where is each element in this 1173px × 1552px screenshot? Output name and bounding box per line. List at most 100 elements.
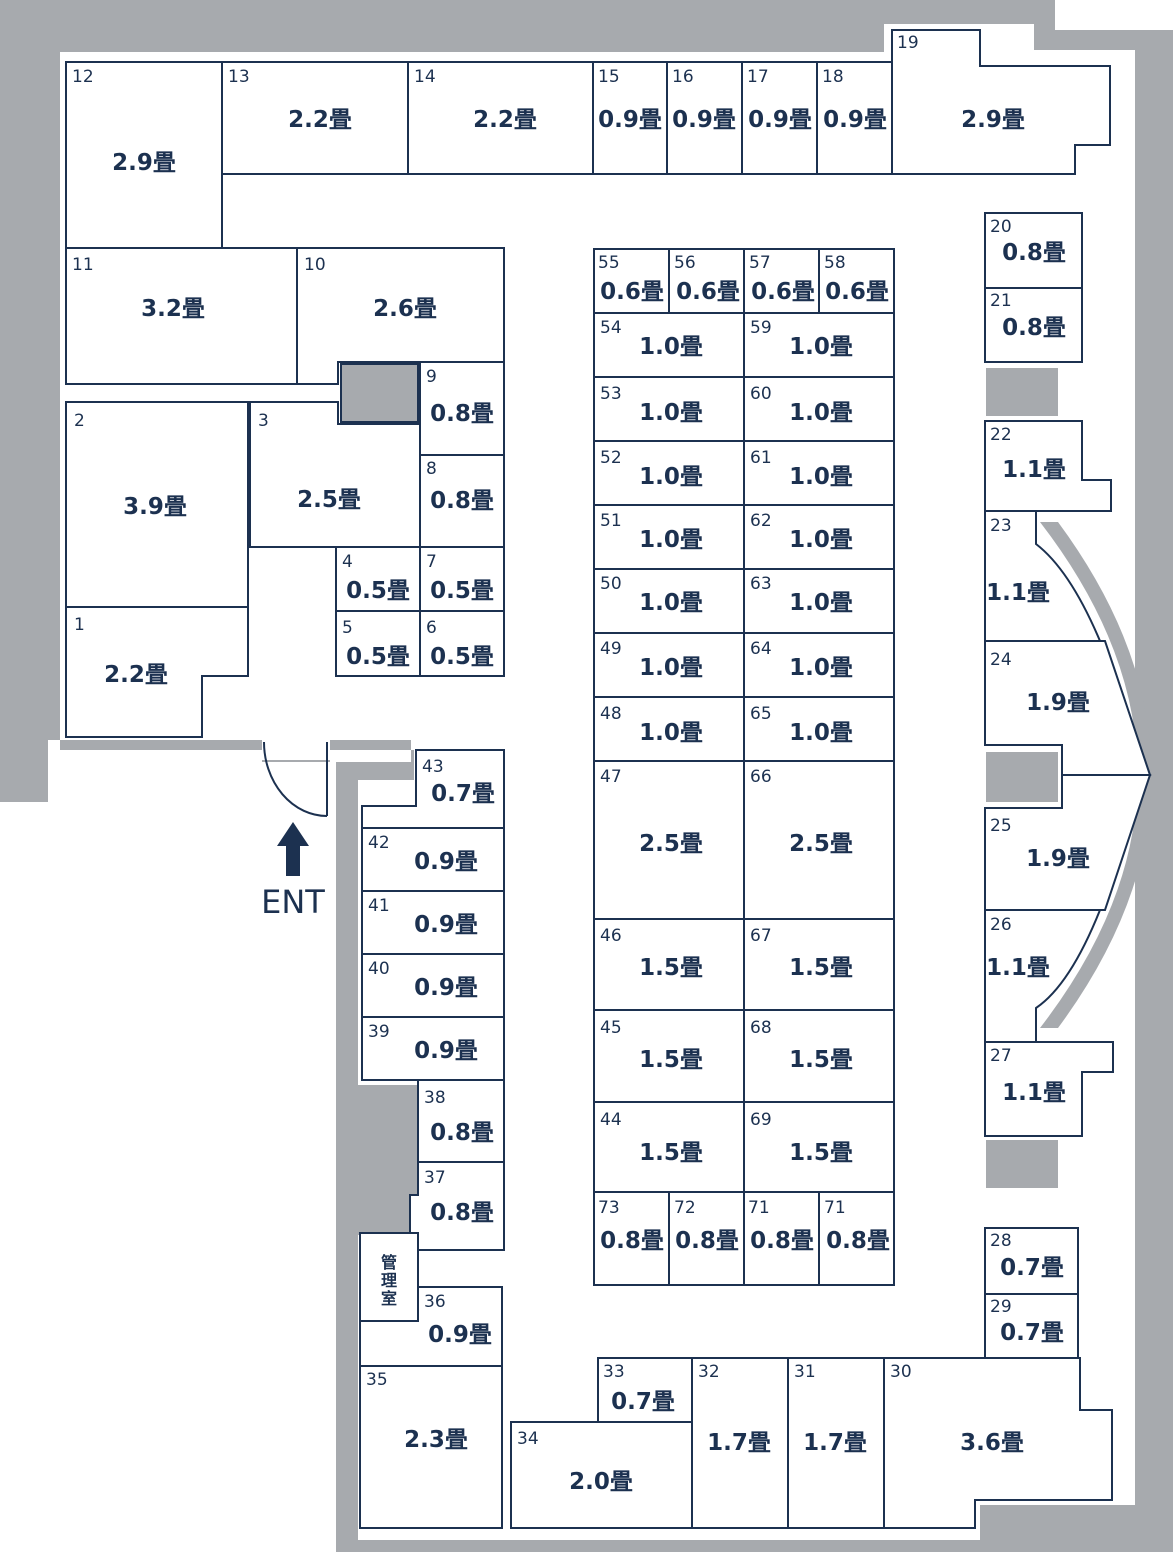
unit-13[interactable]	[221, 61, 409, 175]
unit-21[interactable]	[984, 287, 1083, 363]
unit-29[interactable]	[984, 1293, 1079, 1359]
unit-6[interactable]	[419, 610, 505, 677]
unit-51-number: 51	[600, 511, 622, 531]
unit-71b[interactable]	[818, 1191, 895, 1286]
unit-73-size: 0.8畳	[600, 1228, 664, 1254]
unit-4[interactable]	[335, 546, 421, 612]
unit-64[interactable]	[743, 632, 895, 698]
unit-67-number: 67	[750, 926, 772, 946]
unit-56[interactable]	[668, 248, 745, 314]
rooms	[65, 29, 1152, 1529]
unit-51-size: 1.0畳	[639, 527, 703, 553]
management-room[interactable]	[359, 1232, 419, 1322]
unit-65[interactable]	[743, 696, 895, 762]
unit-33-number: 33	[603, 1362, 625, 1382]
unit-69-size: 1.5畳	[789, 1140, 853, 1166]
unit-7-number: 7	[426, 552, 437, 572]
unit-1-number: 1	[74, 615, 85, 635]
unit-54[interactable]	[593, 312, 745, 378]
unit-61[interactable]	[743, 440, 895, 506]
unit-29-number: 29	[990, 1297, 1012, 1317]
unit-29-size: 0.7畳	[1000, 1320, 1064, 1346]
unit-38[interactable]	[417, 1079, 505, 1163]
unit-61-size: 1.0畳	[789, 464, 853, 490]
unit-60-size: 1.0畳	[789, 400, 853, 426]
unit-60[interactable]	[743, 376, 895, 442]
unit-15[interactable]	[592, 61, 668, 175]
unit-28[interactable]	[984, 1227, 1079, 1295]
unit-24-size: 1.9畳	[1026, 690, 1090, 716]
entrance-door	[263, 741, 328, 817]
unit-20[interactable]	[984, 212, 1083, 289]
unit-63[interactable]	[743, 568, 895, 634]
unit-55[interactable]	[593, 248, 670, 314]
unit-40-size: 0.9畳	[414, 975, 478, 1001]
unit-10[interactable]	[296, 247, 505, 385]
unit-46[interactable]	[593, 918, 745, 1011]
unit-8[interactable]	[419, 454, 505, 548]
unit-9[interactable]	[419, 361, 505, 456]
unit-14[interactable]	[407, 61, 594, 175]
unit-48-number: 48	[600, 704, 622, 724]
unit-71a[interactable]	[743, 1191, 820, 1286]
unit-34[interactable]	[510, 1421, 693, 1529]
unit-72-number: 72	[674, 1198, 696, 1218]
unit-42[interactable]	[361, 827, 505, 892]
unit-46-size: 1.5畳	[639, 955, 703, 981]
unit-49[interactable]	[593, 632, 745, 698]
unit-26[interactable]	[984, 909, 1102, 1043]
unit-7[interactable]	[419, 546, 505, 612]
unit-62-number: 62	[750, 511, 772, 531]
unit-30[interactable]	[883, 1357, 1113, 1529]
unit-48[interactable]	[593, 696, 745, 762]
unit-18[interactable]	[816, 61, 893, 175]
unit-labels: 12 2.9畳 13 2.2畳 14 2.2畳 15 0.9畳 16 0.9畳 …	[72, 33, 1090, 1495]
unit-71a-number: 71	[748, 1198, 770, 1218]
unit-59[interactable]	[743, 312, 895, 378]
unit-59-number: 59	[750, 318, 772, 338]
unit-8-size: 0.8畳	[430, 488, 494, 514]
unit-3[interactable]	[249, 401, 421, 548]
unit-73[interactable]	[593, 1191, 670, 1286]
unit-68-size: 1.5畳	[789, 1047, 853, 1073]
unit-47[interactable]	[593, 760, 745, 920]
unit-17[interactable]	[741, 61, 818, 175]
unit-27[interactable]	[984, 1041, 1114, 1137]
unit-32[interactable]	[691, 1357, 789, 1529]
unit-65-number: 65	[750, 704, 772, 724]
unit-6-number: 6	[426, 618, 437, 638]
unit-5-number: 5	[342, 618, 353, 638]
unit-52-number: 52	[600, 448, 622, 468]
unit-68[interactable]	[743, 1009, 895, 1103]
unit-19[interactable]	[891, 29, 1111, 175]
unit-41-number: 41	[368, 896, 390, 916]
unit-69[interactable]	[743, 1101, 895, 1193]
unit-51[interactable]	[593, 504, 745, 570]
unit-39-size: 0.9畳	[414, 1038, 478, 1064]
unit-25-number: 25	[990, 816, 1012, 836]
unit-32-number: 32	[698, 1362, 720, 1382]
unit-30-number: 30	[890, 1362, 912, 1382]
unit-12-number: 12	[72, 67, 94, 87]
unit-66-number: 66	[750, 767, 772, 787]
unit-1-size: 2.2畳	[104, 662, 168, 688]
unit-2[interactable]	[65, 401, 249, 608]
unit-58-size: 0.6畳	[825, 279, 889, 305]
unit-5-size: 0.5畳	[346, 644, 410, 670]
unit-66[interactable]	[743, 760, 895, 920]
unit-44[interactable]	[593, 1101, 745, 1193]
unit-1[interactable]	[65, 606, 249, 738]
unit-17-size: 0.9畳	[748, 107, 812, 133]
unit-45-size: 1.5畳	[639, 1047, 703, 1073]
unit-7-size: 0.5畳	[430, 578, 494, 604]
unit-20-size: 0.8畳	[1002, 240, 1066, 266]
unit-21-number: 21	[990, 291, 1012, 311]
unit-16[interactable]	[666, 61, 743, 175]
unit-31[interactable]	[787, 1357, 885, 1529]
unit-35[interactable]	[359, 1365, 503, 1529]
unit-11[interactable]	[65, 247, 298, 385]
unit-72[interactable]	[668, 1191, 745, 1286]
unit-14-size: 2.2畳	[473, 107, 537, 133]
unit-67[interactable]	[743, 918, 895, 1011]
unit-58[interactable]	[818, 248, 895, 314]
